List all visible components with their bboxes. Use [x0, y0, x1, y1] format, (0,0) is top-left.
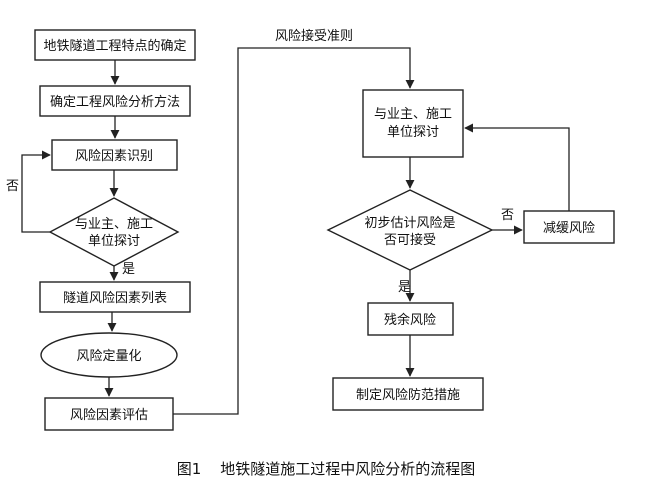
node-tunnel-characteristics-label: 地铁隧道工程特点的确定: [43, 38, 186, 54]
node-risk-factor-list-label: 隧道风险因素列表: [63, 290, 167, 306]
label-yes-left: 是: [122, 262, 135, 277]
node-discuss-right-line1: 与业主、施工: [374, 107, 452, 122]
label-no-right: 否: [501, 208, 514, 223]
node-risk-method-label: 确定工程风险分析方法: [50, 94, 180, 110]
edge-d1-loop-no: [21, 150, 51, 233]
label-risk-criteria: 风险接受准则: [275, 28, 353, 44]
decision-risk-acceptable-line2: 否可接受: [384, 232, 436, 248]
node-residual-risk: [367, 302, 454, 336]
edge-mitigate-loop: [464, 123, 570, 211]
label-yes-right: 是: [398, 280, 411, 295]
figure-caption: 图1 地铁隧道施工过程中风险分析的流程图: [177, 460, 476, 478]
node-risk-quantification-label: 风险定量化: [76, 349, 141, 364]
decision-discuss-left: [48, 197, 180, 267]
node-mitigate-risk-label: 减缓风险: [543, 221, 595, 236]
node-risk-identification-label: 风险因素识别: [75, 149, 153, 164]
node-discuss-right-line2: 单位探讨: [387, 125, 439, 140]
decision-discuss-left-line1: 与业主、施工: [75, 217, 153, 232]
node-prevention-measures: [332, 377, 484, 411]
node-risk-factor-list: [39, 281, 191, 313]
node-risk-assessment: [44, 397, 174, 431]
node-prevention-measures-label: 制定风险防范措施: [356, 387, 460, 403]
node-mitigate-risk: [523, 210, 615, 244]
node-residual-risk-label: 残余风险: [384, 312, 436, 328]
edge-criteria-connector: [173, 47, 415, 415]
decision-discuss-left-line2: 单位探讨: [88, 234, 140, 249]
node-discuss-right: [362, 89, 464, 158]
label-no-left: 否: [6, 179, 19, 194]
node-tunnel-characteristics: [34, 29, 196, 61]
node-risk-method: [39, 85, 191, 117]
node-risk-assessment-label: 风险因素评估: [70, 408, 148, 423]
decision-risk-acceptable-line1: 初步估计风险是: [364, 216, 455, 231]
